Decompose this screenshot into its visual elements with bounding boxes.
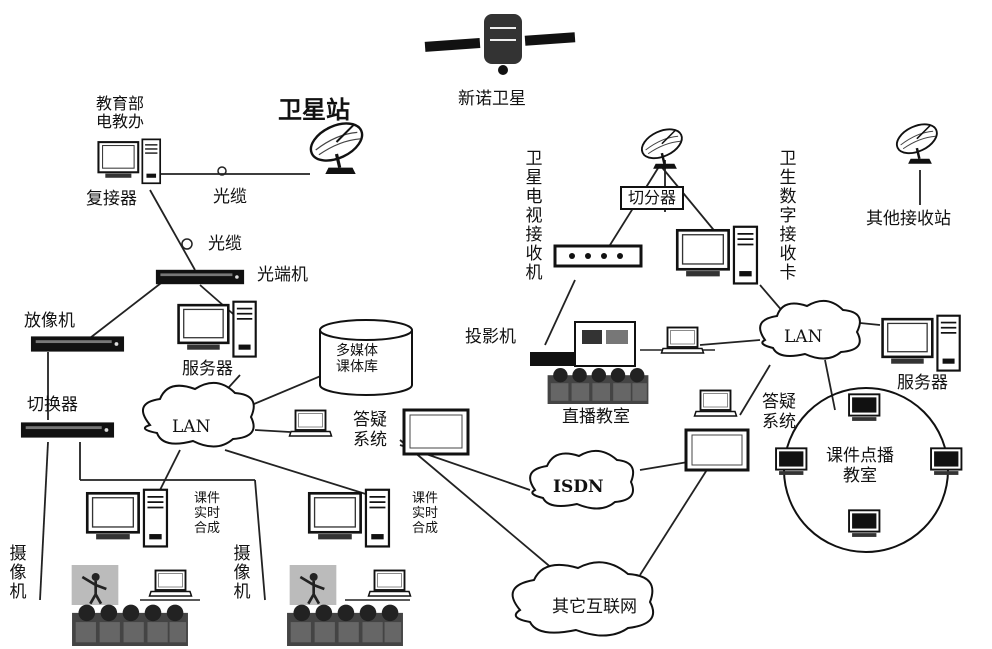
vod-classroom-label: 课件点播 教室 bbox=[826, 446, 894, 486]
server-left-icon bbox=[177, 300, 258, 359]
qa-system-right-label: 答疑 系统 bbox=[762, 392, 796, 432]
satellite-icon bbox=[424, 14, 576, 75]
courseware-realtime-1-label: 课件 实时 合成 bbox=[194, 491, 221, 536]
lan-right-cloud bbox=[759, 299, 861, 360]
live-classroom-label: 直播教室 bbox=[562, 407, 630, 427]
classroom1-teacher-icon bbox=[69, 565, 121, 605]
camera-1-label: 摄像机 bbox=[9, 544, 27, 603]
vod-terminal-2-icon bbox=[775, 447, 808, 476]
qa-monitor-left-icon bbox=[402, 408, 470, 456]
satellite-label: 新诺卫星 bbox=[458, 89, 526, 109]
vod-terminal-3-icon bbox=[930, 447, 963, 476]
server-right-icon bbox=[881, 314, 962, 373]
satellite-digital-card-label: 卫生数字接收卡 bbox=[779, 149, 797, 284]
other-station-dish-icon bbox=[890, 120, 943, 166]
qa-laptop-left-icon bbox=[288, 409, 333, 437]
live-receiver-dish-icon bbox=[635, 125, 688, 171]
courseware-realtime-2-label: 课件 实时 合成 bbox=[412, 491, 439, 536]
vcr-label: 放像机 bbox=[24, 311, 75, 331]
switcher-label: 切换器 bbox=[27, 395, 78, 415]
lan-left-label: LAN bbox=[172, 417, 211, 437]
classroom2-teacher-icon bbox=[287, 565, 339, 605]
satellite-tv-receiver-label: 卫星电视接收机 bbox=[525, 149, 543, 284]
switcher-icon bbox=[20, 422, 115, 438]
other-internet-label: 其它互联网 bbox=[552, 597, 637, 617]
live-laptop-icon bbox=[660, 326, 705, 354]
server-right-label: 服务器 bbox=[897, 373, 948, 393]
database-icon bbox=[319, 319, 413, 396]
lan-left-cloud bbox=[141, 382, 255, 448]
live-classroom-equipment-icon bbox=[530, 321, 636, 367]
tv-receiver-icon bbox=[553, 244, 643, 268]
classroom2-seats-icon bbox=[287, 604, 403, 646]
isdn-cloud bbox=[529, 449, 635, 510]
optical-cable-loops bbox=[181, 166, 227, 250]
optical-terminal-label: 光端机 bbox=[257, 265, 308, 285]
qa-laptop-right-icon bbox=[693, 389, 738, 417]
other-stations-label: 其他接收站 bbox=[866, 209, 951, 229]
ministry-computer-icon bbox=[97, 138, 162, 185]
camera-2-label: 摄像机 bbox=[233, 544, 251, 603]
vod-terminal-4-icon bbox=[848, 509, 881, 538]
fiber-cable-left-label: 光缆 bbox=[208, 234, 242, 254]
qa-system-left-label: 答疑 系统 bbox=[353, 410, 387, 450]
ministry-office-label: 教育部 电教办 bbox=[96, 94, 145, 132]
splitter-label: 切分器 bbox=[620, 186, 685, 211]
repeater-label: 复接器 bbox=[86, 189, 137, 209]
lan-right-label: LAN bbox=[784, 327, 823, 347]
isdn-label: ISDN bbox=[553, 477, 604, 497]
digital-card-pc-icon bbox=[675, 225, 759, 285]
internet-cloud bbox=[511, 561, 655, 637]
vod-terminal-1-icon bbox=[848, 393, 881, 422]
server-left-label: 服务器 bbox=[182, 359, 233, 379]
live-seats-icon bbox=[547, 368, 649, 404]
multimedia-library-label: 多媒体 课体库 bbox=[336, 343, 378, 376]
satellite-station-dish-icon bbox=[303, 118, 370, 176]
classroom1-pc-icon bbox=[85, 488, 169, 548]
classroom2-laptop-icon bbox=[367, 569, 412, 597]
classroom1-seats-icon bbox=[72, 604, 188, 646]
projector-label: 投影机 bbox=[465, 327, 516, 347]
classroom1-laptop-icon bbox=[148, 569, 193, 597]
qa-monitor-right-icon bbox=[684, 428, 750, 472]
fiber-cable-top-label: 光缆 bbox=[213, 187, 247, 207]
vcr-icon bbox=[30, 336, 125, 352]
classroom2-pc-icon bbox=[307, 488, 391, 548]
optical-terminal-icon bbox=[155, 269, 245, 285]
satellite-station-label: 卫星站 bbox=[278, 95, 350, 124]
